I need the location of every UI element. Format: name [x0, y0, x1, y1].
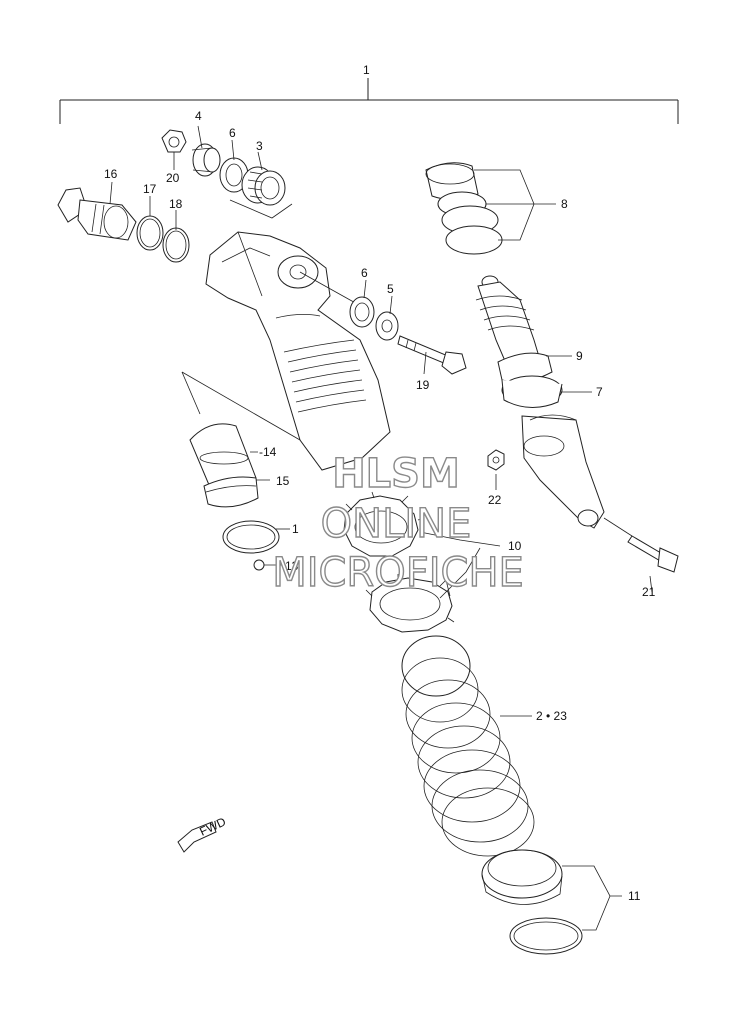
part-10-lock-nut-upper [343, 491, 425, 557]
shock-lower-eye [521, 414, 605, 529]
callout-16: 16 [104, 167, 118, 181]
fwd-label: FWD [197, 814, 228, 838]
part-8-bumper-rings [425, 162, 503, 255]
shock-body [205, 231, 391, 471]
assembly-bracket [59, 78, 679, 124]
part-17-o-ring [136, 215, 164, 251]
part-11-spring-seat [481, 849, 563, 905]
callout-7: 7 [596, 385, 603, 399]
part-16-cap [57, 187, 137, 241]
part-10-lock-nut-lower [365, 574, 455, 633]
part-22-nut [487, 449, 505, 471]
watermark-line-1: HLSM [332, 451, 460, 497]
callout-21: 21 [642, 585, 656, 599]
part-18-o-ring [162, 227, 190, 263]
part-5-washer [375, 311, 399, 341]
part-2-23-spring [401, 635, 535, 857]
part-19-bolt [397, 335, 467, 375]
callout-19-snap-ring: 1 [292, 522, 299, 536]
callout-3: 3 [256, 139, 263, 153]
callout-9: 9 [576, 349, 583, 363]
fwd-arrow-icon: FWD [177, 814, 228, 853]
callout-19: 19 [416, 378, 430, 392]
part-20-nut [161, 129, 187, 153]
callout-6-upper: 6 [229, 126, 236, 140]
callout-22: 22 [488, 493, 502, 507]
leader-lines [109, 125, 653, 931]
part-3-needle-bearing [241, 166, 286, 206]
callout-17: 17 [143, 182, 157, 196]
part-15-reservoir-cap [203, 476, 259, 508]
watermark-line-2: ONLINE [321, 501, 472, 547]
callout-10: 10 [508, 539, 522, 553]
callout-6-middle: 6 [361, 266, 368, 280]
callout-14: -14 [259, 445, 277, 459]
callout-2-23: 2 • 23 [536, 709, 567, 723]
callout-8: 8 [561, 197, 568, 211]
callout-labels: 1 4 6 3 20 16 17 18 8 6 5 9 19 7 -14 15 … [104, 63, 656, 903]
callout-13: 13 [285, 559, 299, 573]
watermark: HLSM ONLINE MICROFICHE [271, 450, 524, 596]
part-9-damper-rod [475, 275, 553, 383]
part-4-collar [191, 143, 221, 177]
callout-11: 11 [628, 889, 641, 903]
callout-1: 1 [363, 63, 370, 77]
callout-5: 5 [387, 282, 394, 296]
callout-15: 15 [276, 474, 290, 488]
snap-ring-lower [222, 520, 280, 554]
callout-4: 4 [195, 109, 202, 123]
part-21-bolt [603, 517, 679, 573]
part-11-retaining-ring [509, 917, 583, 955]
part-13-screw [253, 559, 265, 571]
callout-20: 20 [166, 171, 180, 185]
part-6-oil-seal-middle [349, 296, 375, 328]
part-7-spring-seat [501, 375, 563, 408]
watermark-line-3: MICROFICHE [272, 550, 524, 596]
callout-18: 18 [169, 197, 183, 211]
